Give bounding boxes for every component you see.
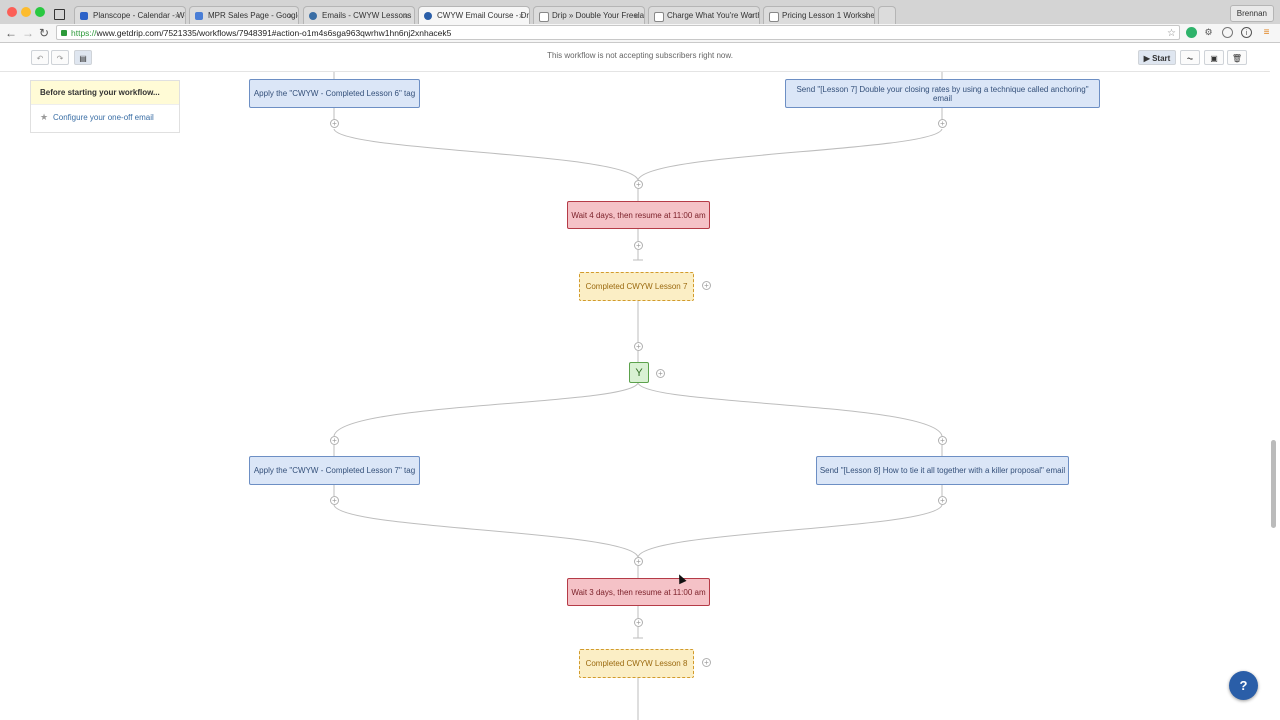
add-step-icon[interactable]: + bbox=[634, 241, 643, 250]
delay-action[interactable]: Wait 3 days, then resume at 11:00 am bbox=[567, 578, 710, 606]
add-step-icon[interactable]: + bbox=[634, 342, 643, 351]
add-step-icon[interactable]: + bbox=[330, 119, 339, 128]
forward-arrow-icon[interactable]: → bbox=[22, 26, 34, 40]
minimize-window-icon[interactable] bbox=[21, 7, 31, 17]
browser-tab[interactable]: Charge What You're Worth - × bbox=[648, 6, 760, 24]
sync-extension-icon[interactable] bbox=[1222, 27, 1233, 38]
setup-checklist-panel: Before starting your workflow... ★ Confi… bbox=[30, 80, 180, 133]
add-step-icon[interactable]: + bbox=[330, 436, 339, 445]
star-icon: ★ bbox=[40, 112, 49, 122]
workflow-connectors bbox=[333, 72, 943, 720]
profile-button[interactable]: Brennan bbox=[1229, 5, 1274, 22]
page-icon bbox=[539, 12, 549, 22]
apply-tag-action[interactable]: Apply the "CWYW - Completed Lesson 6" ta… bbox=[249, 79, 420, 108]
browser-tab[interactable]: Drip » Double Your Freelanc × bbox=[533, 6, 645, 24]
page-icon bbox=[654, 12, 664, 22]
browser-tab-bar: Planscope - Calendar - We × MPR Sales Pa… bbox=[0, 0, 1280, 25]
add-step-icon[interactable]: + bbox=[330, 496, 339, 505]
reload-icon[interactable]: ↻ bbox=[38, 26, 50, 40]
bookmark-star-icon[interactable]: ☆ bbox=[1167, 28, 1176, 39]
send-email-action[interactable]: Send "[Lesson 8] How to tie it all toget… bbox=[816, 456, 1069, 485]
export-icon[interactable]: ▣ bbox=[1204, 50, 1224, 65]
page-scrollbar[interactable] bbox=[1271, 440, 1276, 528]
goal-node[interactable]: Completed CWYW Lesson 8 bbox=[579, 649, 694, 678]
help-button[interactable]: ? bbox=[1229, 671, 1258, 700]
add-step-icon[interactable]: + bbox=[938, 436, 947, 445]
add-step-icon[interactable]: + bbox=[634, 180, 643, 189]
add-goal-icon[interactable]: + bbox=[702, 281, 711, 290]
url-input[interactable]: https://www.getdrip.com/7521335/workflow… bbox=[56, 25, 1180, 40]
add-step-icon[interactable]: + bbox=[656, 369, 665, 378]
browser-tab[interactable]: Planscope - Calendar - We × bbox=[74, 6, 186, 24]
close-window-icon[interactable] bbox=[7, 7, 17, 17]
menu-icon[interactable]: ≡ bbox=[1263, 27, 1270, 38]
start-button[interactable]: ▶ Start bbox=[1138, 50, 1176, 65]
workflow-status-text: This workflow is not accepting subscribe… bbox=[547, 51, 733, 60]
redo-button[interactable]: ↷ bbox=[51, 50, 69, 65]
maximize-window-icon[interactable] bbox=[35, 7, 45, 17]
add-step-icon[interactable]: + bbox=[938, 119, 947, 128]
configure-email-link[interactable]: ★ Configure your one-off email bbox=[40, 112, 154, 122]
split-icon[interactable]: Y bbox=[629, 362, 649, 383]
activity-icon[interactable]: ⏦ bbox=[1180, 50, 1200, 65]
goal-node[interactable]: Completed CWYW Lesson 7 bbox=[579, 272, 694, 301]
browser-tab[interactable]: Pricing Lesson 1 Workshee × bbox=[763, 6, 875, 24]
browser-tab-active[interactable]: CWYW Email Course - Drip × bbox=[418, 6, 530, 24]
extension-icon[interactable]: ⚙ bbox=[1204, 27, 1213, 37]
info-icon[interactable]: i bbox=[1241, 27, 1252, 38]
workflow-canvas[interactable]: Apply the "CWYW - Completed Lesson 6" ta… bbox=[0, 72, 1270, 720]
back-arrow-icon[interactable]: ← bbox=[5, 26, 17, 40]
undo-button[interactable]: ↶ bbox=[31, 50, 49, 65]
address-bar-row: ← → ↻ https://www.getdrip.com/7521335/wo… bbox=[0, 24, 1280, 43]
add-step-icon[interactable]: + bbox=[634, 618, 643, 627]
add-step-icon[interactable]: + bbox=[634, 557, 643, 566]
new-tab-button[interactable] bbox=[878, 6, 896, 24]
toggle-sidebar-button[interactable]: ▤ bbox=[74, 50, 92, 65]
trash-icon[interactable]: 🗑 bbox=[1227, 50, 1247, 65]
send-email-action[interactable]: Send "[Lesson 7] Double your closing rat… bbox=[785, 79, 1100, 108]
close-tab-icon[interactable]: × bbox=[518, 11, 524, 21]
browser-tab[interactable]: Emails - CWYW Lessons - C × bbox=[303, 6, 415, 24]
grammarly-extension-icon[interactable] bbox=[1186, 27, 1197, 38]
close-tab-icon[interactable]: × bbox=[403, 11, 409, 21]
docs-icon bbox=[195, 12, 203, 20]
calendar-icon bbox=[80, 12, 88, 20]
drip-icon bbox=[309, 12, 317, 20]
add-step-icon[interactable]: + bbox=[938, 496, 947, 505]
page-icon bbox=[769, 12, 779, 22]
setup-checklist-heading: Before starting your workflow... bbox=[31, 81, 179, 105]
delay-action[interactable]: Wait 4 days, then resume at 11:00 am bbox=[567, 201, 710, 229]
close-tab-icon[interactable]: × bbox=[633, 11, 639, 21]
add-goal-icon[interactable]: + bbox=[702, 658, 711, 667]
workflow-toolbar: ↶ ↷ ▤ This workflow is not accepting sub… bbox=[0, 43, 1270, 72]
apply-tag-action[interactable]: Apply the "CWYW - Completed Lesson 7" ta… bbox=[249, 456, 420, 485]
close-tab-icon[interactable]: × bbox=[863, 11, 869, 21]
lock-icon bbox=[61, 30, 67, 36]
close-tab-icon[interactable]: × bbox=[287, 11, 293, 21]
browser-tab[interactable]: MPR Sales Page - Google D × bbox=[189, 6, 299, 24]
close-tab-icon[interactable]: × bbox=[174, 11, 180, 21]
drip-icon bbox=[424, 12, 432, 20]
app-shortcut-icon[interactable] bbox=[54, 9, 65, 20]
close-tab-icon[interactable]: × bbox=[748, 11, 754, 21]
